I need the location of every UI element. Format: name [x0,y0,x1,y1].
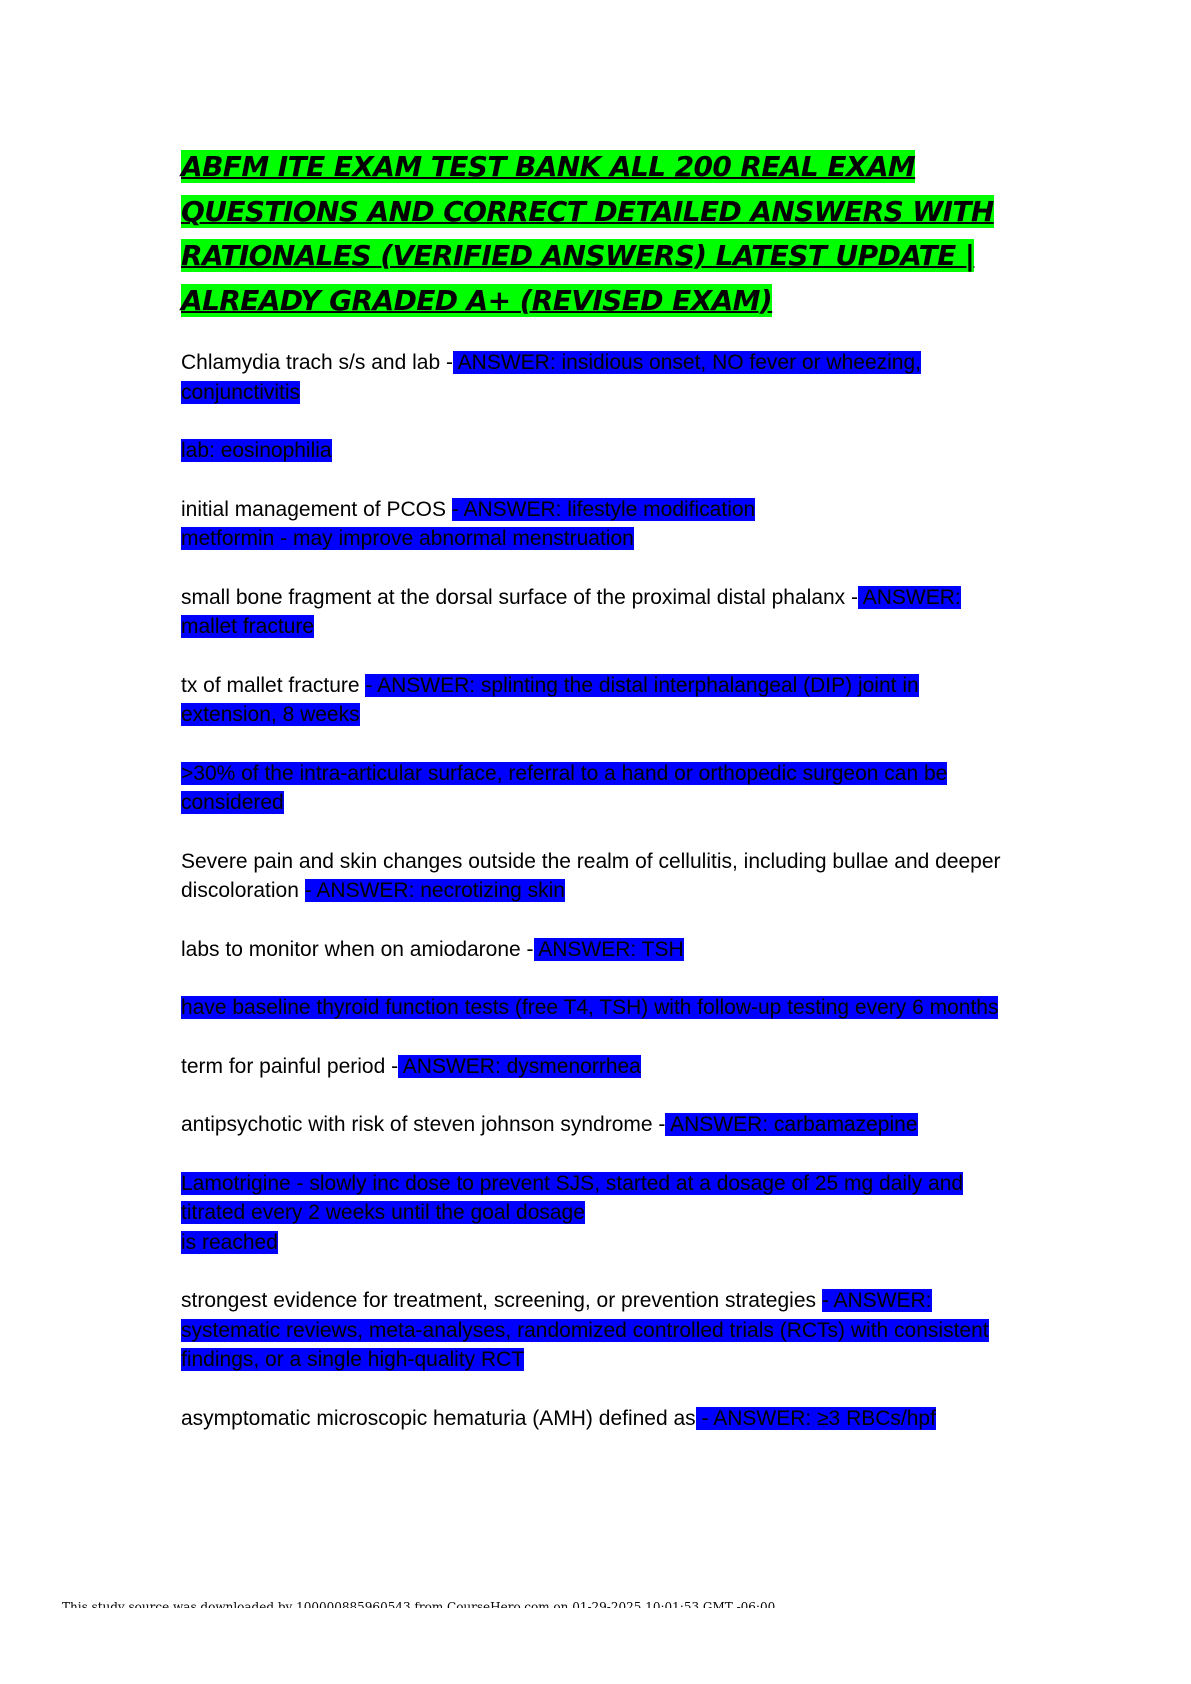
question-text: Chlamydia trach s/s and lab - [181,351,453,374]
title-line-1: ABFM ITE EXAM TEST BANK ALL 200 REAL EXA… [181,150,916,183]
question-text: small bone fragment at the dorsal surfac… [181,585,859,609]
qa-item: labs to monitor when on amiodarone - ANS… [181,935,1011,965]
qa-item: Chlamydia trach s/s and lab - ANSWER: in… [181,348,1011,407]
answer-text: have baseline thyroid function tests (fr… [181,996,999,1019]
question-text-cont: discoloration [181,879,305,902]
qa-item: lab: eosinophilia [181,436,1011,466]
answer-text-cont: is reached [181,1230,278,1254]
question-text: initial management of PCOS [181,497,452,521]
qa-item: asymptomatic microscopic hematuria (AMH)… [181,1404,1011,1434]
qa-item: small bone fragment at the dorsal surfac… [181,583,1011,642]
download-footer: This study source was downloaded by 1000… [62,1600,776,1608]
title-line-3: RATIONALES (VERIFIED ANSWERS) LATEST UPD… [181,239,975,272]
title-line-2: QUESTIONS AND CORRECT DETAILED ANSWERS W… [181,194,994,228]
answer-text: - ANSWER: lifestyle modification [451,497,756,521]
qa-item: tx of mallet fracture - ANSWER: splintin… [181,671,1011,730]
document-page: ABFM ITE EXAM TEST BANK ALL 200 REAL EXA… [181,145,1011,1462]
question-text: tx of mallet fracture [181,673,366,697]
answer-text-cont: metformin - may improve abnormal menstru… [181,527,634,550]
qa-item: initial management of PCOS - ANSWER: lif… [181,495,1011,554]
qa-item: term for painful period - ANSWER: dysmen… [181,1052,1011,1082]
qa-item: Lamotrigine - slowly inc dose to prevent… [181,1169,1011,1258]
answer-text: - ANSWER: ≥3 RBCs/hpf [695,1406,936,1430]
qa-item: have baseline thyroid function tests (fr… [181,993,1011,1023]
document-title: ABFM ITE EXAM TEST BANK ALL 200 REAL EXA… [181,145,1011,323]
answer-text: lab: eosinophilia [181,439,332,462]
answer-text: ANSWER: carbamazepine [665,1113,918,1136]
question-text: labs to monitor when on amiodarone - [181,937,534,961]
answer-text: ANSWER: dysmenorrhea [398,1054,641,1078]
qa-item: >30% of the intra-articular surface, ref… [181,759,1011,818]
qa-item: antipsychotic with risk of steven johnso… [181,1110,1011,1140]
answer-text: >30% of the intra-articular surface, ref… [181,761,948,814]
qa-item: Severe pain and skin changes outside the… [181,847,1011,906]
question-text: strongest evidence for treatment, screen… [181,1289,822,1312]
qa-item: strongest evidence for treatment, screen… [181,1286,1011,1375]
answer-text: ANSWER: TSH [533,937,684,961]
question-text: antipsychotic with risk of steven johnso… [181,1113,666,1136]
question-text: Severe pain and skin changes outside the… [181,849,1001,873]
title-line-4: ALREADY GRADED A+ (REVISED EXAM) [181,283,773,317]
answer-text: Lamotrigine - slowly inc dose to prevent… [181,1171,964,1224]
answer-text: - ANSWER: necrotizing skin [304,879,565,902]
question-text: asymptomatic microscopic hematuria (AMH)… [181,1406,696,1430]
question-text: term for painful period - [181,1054,399,1078]
